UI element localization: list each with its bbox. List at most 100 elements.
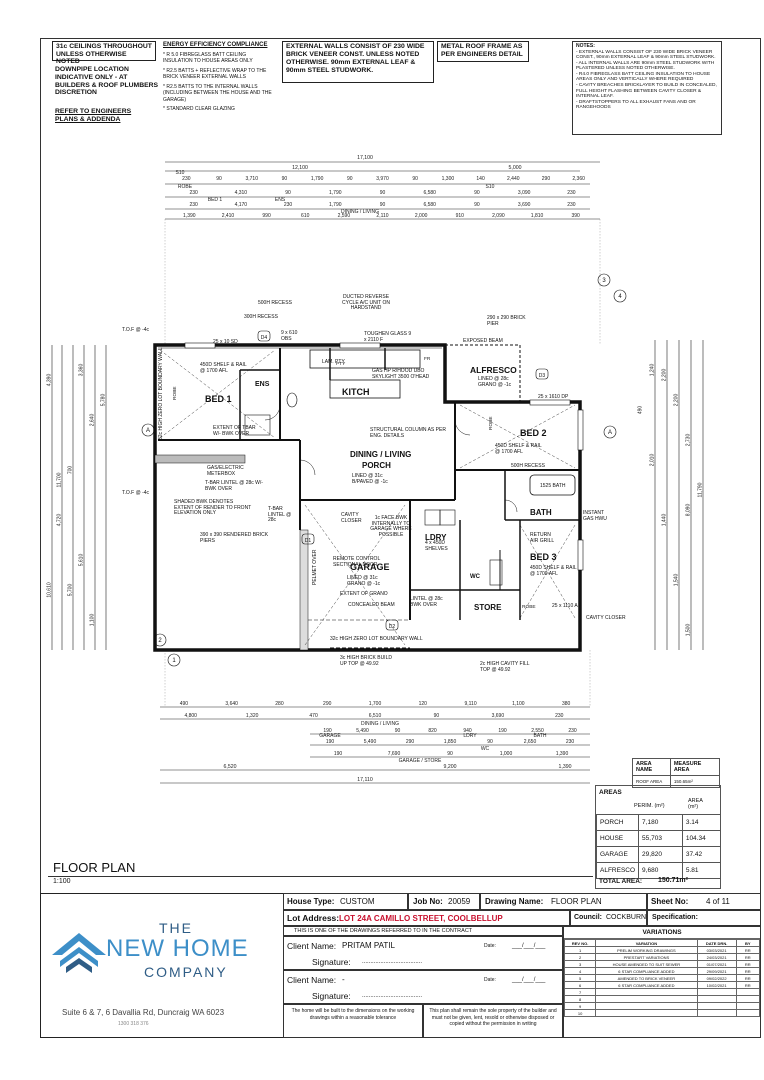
room-fr: FR bbox=[424, 356, 431, 362]
label-cavity-fill: 2c HIGH CAVITY FILL TOP @ 49.92 bbox=[480, 661, 530, 673]
dim-top-12100: 12,100 bbox=[292, 165, 308, 171]
areas-cell-perim: 9,680 bbox=[638, 862, 683, 879]
dim-bottom-row4-4: 90 bbox=[487, 739, 493, 745]
label-shelf3: 450D SHELF & RAIL @ 1700 AFL bbox=[530, 565, 577, 577]
dim-top-row4-8: 2,090 bbox=[492, 213, 505, 219]
dim-top-row2-2: 90 bbox=[285, 190, 291, 196]
variations-cell: 03/03/2021 bbox=[696, 946, 737, 954]
job-label: Job No: bbox=[413, 897, 443, 906]
company-address: Suite 6 & 7, 6 Davallia Rd, Duncraig WA … bbox=[62, 1008, 225, 1017]
dim-top-label-4: DINING / LIVING bbox=[341, 209, 379, 215]
dim-bottom-row5-0: 190 bbox=[334, 751, 343, 757]
label-shelves: 4 x 450D SHELVES bbox=[425, 540, 448, 552]
variations-header-cell: DATE DRN. bbox=[696, 939, 737, 947]
areas-cell-area: 104.34 bbox=[681, 830, 722, 847]
dim-bottom-row2-3: 6,510 bbox=[369, 713, 382, 719]
lot-cell: Lot Address: LOT 24A CAMILLO STREET, COO… bbox=[283, 910, 570, 926]
energy-title: ENERGY EFFICIENCY COMPLIANCE bbox=[163, 42, 268, 48]
variations-row: 9 bbox=[563, 1002, 761, 1010]
floor-plan-title: FLOOR PLAN bbox=[53, 860, 136, 875]
dim-bottom-row1-5: 120 bbox=[419, 701, 428, 707]
dim-top-row4-4: 2,590 bbox=[338, 213, 351, 219]
door-tag-d4: D4 bbox=[261, 335, 268, 341]
variations-cell bbox=[595, 1002, 698, 1010]
dim-bottom-row3-6: 2,550 bbox=[531, 728, 544, 734]
dim-bottom-row3-0: 190 bbox=[323, 728, 332, 734]
dim-top-row1-3: 90 bbox=[282, 176, 288, 182]
dim-right-10: 1,500 bbox=[686, 624, 692, 637]
dim-top-row2-6: 90 bbox=[474, 190, 480, 196]
notes-box: NOTES: - EXTERNAL WALLS CONSIST OF 230 W… bbox=[572, 41, 722, 135]
dim-bottom-row4-1: 5,490 bbox=[364, 739, 377, 745]
dim-left-0: 4,390 bbox=[47, 374, 53, 387]
dim-right-0: 1,240 bbox=[650, 364, 656, 377]
dim-bottom-9200: 9,200 bbox=[444, 764, 457, 770]
dim-top-row4-7: 910 bbox=[456, 213, 465, 219]
title-underline bbox=[48, 876, 593, 877]
dim-left-2: 5,700 bbox=[68, 584, 74, 597]
dim-bottom-1390: 1,390 bbox=[559, 764, 572, 770]
roof-area-h1: AREA NAME bbox=[632, 758, 671, 776]
energy-box: ENERGY EFFICIENCY COMPLIANCE * R 5.0 FIB… bbox=[160, 41, 275, 121]
sheet-value: 4 of 11 bbox=[706, 897, 730, 906]
dim-bottom-row2-0: 4,800 bbox=[184, 713, 197, 719]
dim-top-row3-3: 1,790 bbox=[329, 202, 342, 208]
property-note: This plan shall remain the sole property… bbox=[429, 1008, 557, 1027]
logo-company: COMPANY bbox=[144, 964, 228, 980]
dim-bottom-label-3: BATH bbox=[534, 733, 547, 739]
dim-left-3: 3,360 bbox=[79, 364, 85, 377]
areas-cell-perim: 29,820 bbox=[638, 846, 683, 863]
dim-bottom-row1-1: 3,640 bbox=[225, 701, 238, 707]
dim-bottom-6520: 6,520 bbox=[224, 764, 237, 770]
label-recess300: 300H RECESS bbox=[244, 314, 278, 320]
dim-bottom-row1-8: 380 bbox=[562, 701, 571, 707]
council-value: COCKBURN bbox=[606, 914, 647, 921]
client-value-1: PRITAM PATIL bbox=[342, 941, 395, 950]
dim-top-row1-6: 3,970 bbox=[376, 176, 389, 182]
company-phone: 1300 318 376 bbox=[118, 1021, 149, 1027]
variations-row: 8 bbox=[563, 995, 761, 1003]
dim-right-6: 490 bbox=[638, 406, 644, 415]
variations-cell bbox=[595, 1009, 698, 1017]
dim-bottom-row2-5: 3,690 bbox=[492, 713, 505, 719]
variations-cell: 1 bbox=[563, 946, 597, 954]
dim-top-row4-6: 2,000 bbox=[415, 213, 428, 219]
dim-top-row1-5: 90 bbox=[347, 176, 353, 182]
room-robe-2: ROBE bbox=[488, 416, 494, 430]
areas-col-area: AREA (m²) bbox=[688, 798, 703, 810]
variations-cell: 9 bbox=[563, 1002, 597, 1010]
dim-top-row2-0: 230 bbox=[189, 190, 198, 196]
logo-newhome: NEW HOME bbox=[106, 935, 249, 962]
areas-title: AREAS bbox=[599, 789, 622, 796]
label-tbar3: T-BAR LINTEL @ 28c bbox=[268, 506, 292, 523]
external-walls-text: EXTERNAL WALLS CONSIST OF 230 WIDE BRICK… bbox=[286, 43, 425, 74]
dim-top-row3-7: 3,690 bbox=[518, 202, 531, 208]
dim-top-row2-4: 90 bbox=[380, 190, 386, 196]
dim-bottom-row3-5: 190 bbox=[498, 728, 507, 734]
dim-top-row2-3: 1,790 bbox=[329, 190, 342, 196]
dim-top-label-3: ENS bbox=[275, 197, 286, 203]
dim-bottom-row4-5: 2,650 bbox=[524, 739, 537, 745]
client-1-cell: Client Name: PRITAM PATIL Date: ___/___/… bbox=[283, 936, 563, 970]
variations-cell: RR bbox=[735, 946, 761, 954]
client-value-2: - bbox=[342, 975, 345, 984]
dim-top-row1-2: 3,710 bbox=[245, 176, 258, 182]
room-ldry: LDRY bbox=[425, 533, 447, 542]
label-lined-alf: LINED @ 28c GRANO @ -1c bbox=[478, 376, 512, 388]
variations-cell: 6 STAR COMPLIANCE ADDED bbox=[595, 981, 698, 989]
room-bed3: BED 3 bbox=[530, 552, 557, 562]
sheet-cell: Sheet No: 4 of 11 bbox=[647, 893, 761, 910]
dim-bottom-row2-6: 230 bbox=[555, 713, 564, 719]
room-porch: PORCH bbox=[362, 461, 391, 470]
label-porch-lined: LINED @ 31c B/PAVED @ -1c bbox=[352, 473, 388, 485]
dim-top-row4-9: 1,810 bbox=[531, 213, 544, 219]
date-label-2: Date: bbox=[484, 977, 496, 983]
dim-top-row2-8: 230 bbox=[567, 190, 576, 196]
areas-col-perim: PERIM. (m²) bbox=[634, 803, 665, 809]
variations-cell bbox=[696, 1009, 737, 1017]
variations-header-cell: VARIATION bbox=[595, 939, 698, 947]
